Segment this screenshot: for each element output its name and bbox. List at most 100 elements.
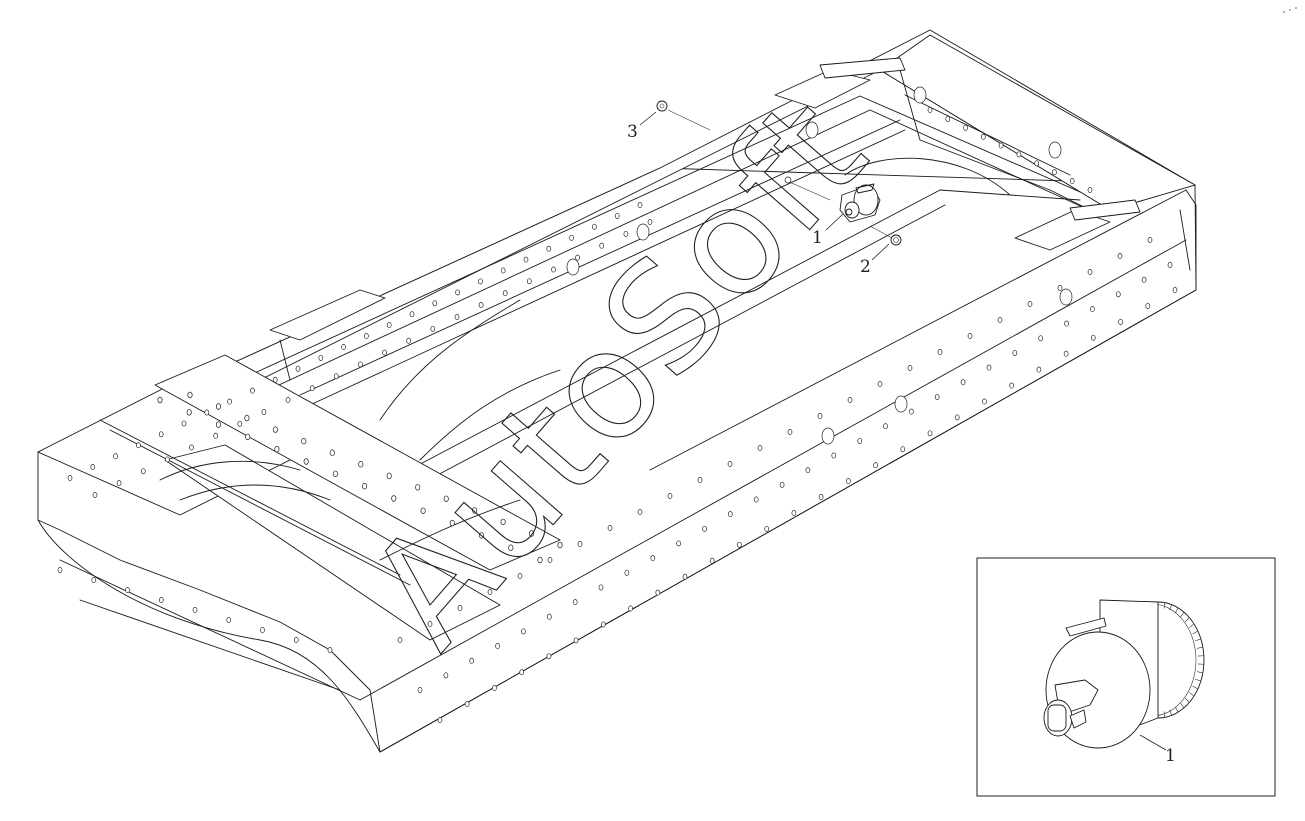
frame-hole bbox=[495, 643, 500, 649]
knurl-tick bbox=[1180, 702, 1185, 709]
frame-hole bbox=[469, 657, 475, 664]
frame-hole bbox=[709, 557, 715, 564]
callout-3: 3 bbox=[627, 111, 657, 142]
frame-large-hole bbox=[894, 395, 908, 413]
frame-hole bbox=[432, 300, 438, 307]
frame-hole bbox=[676, 540, 681, 547]
frame-hole bbox=[737, 541, 742, 548]
frame-hole bbox=[274, 445, 280, 453]
frame-hole bbox=[272, 426, 278, 433]
frame-hole bbox=[573, 637, 579, 644]
frame-hole bbox=[1090, 306, 1095, 312]
sensor-detail bbox=[1043, 599, 1205, 749]
frame-hole bbox=[1147, 237, 1153, 243]
frame-hole bbox=[192, 607, 198, 613]
frame-hole bbox=[181, 420, 187, 427]
callout-label-2: 2 bbox=[860, 257, 871, 277]
frame-hole bbox=[1038, 335, 1044, 342]
frame-large-hole bbox=[821, 427, 835, 445]
frame-hole bbox=[215, 403, 222, 410]
sensor-assembly bbox=[784, 176, 902, 246]
chassis-frame bbox=[37, 29, 1197, 753]
knurl-tick bbox=[1189, 692, 1195, 697]
frame-hole bbox=[457, 605, 463, 611]
frame-hole bbox=[157, 396, 163, 404]
frame-hole bbox=[158, 431, 164, 438]
frame-hole bbox=[455, 289, 460, 296]
frame-hole bbox=[577, 541, 583, 547]
knurl-tick bbox=[1175, 607, 1179, 614]
frame-hole bbox=[647, 219, 653, 225]
frame-hole bbox=[960, 379, 966, 386]
frame-hole bbox=[90, 464, 96, 471]
frame-hole bbox=[637, 509, 643, 515]
frame-hole bbox=[358, 361, 363, 368]
frame-hole bbox=[443, 495, 449, 503]
frame-hole bbox=[285, 397, 291, 403]
frame-hole bbox=[1057, 285, 1063, 291]
frame-hole bbox=[1036, 366, 1042, 373]
frame-hole bbox=[787, 429, 793, 435]
frame-large-hole bbox=[1048, 141, 1062, 159]
knurl-tick bbox=[1192, 630, 1198, 635]
frame-hole bbox=[592, 223, 597, 230]
frame-hole bbox=[301, 437, 307, 445]
frame-hole bbox=[332, 470, 338, 478]
frame-hole bbox=[682, 573, 688, 580]
frame-hole bbox=[1064, 320, 1069, 327]
frame-hole bbox=[478, 532, 485, 539]
frame-hole bbox=[967, 333, 973, 339]
knurl-tick bbox=[1180, 611, 1185, 618]
inset-callout-label: 1 bbox=[1165, 746, 1176, 766]
frame-hole bbox=[1063, 350, 1069, 357]
frame-hole bbox=[753, 496, 759, 503]
frame-hole bbox=[362, 482, 368, 490]
frame-hole bbox=[637, 202, 643, 208]
frame-hole bbox=[140, 468, 146, 475]
frame-holes bbox=[57, 86, 1178, 723]
frame-large-hole bbox=[805, 121, 819, 139]
frame-hole bbox=[250, 387, 255, 394]
frame-hole bbox=[1052, 169, 1057, 176]
frame-hole bbox=[523, 256, 529, 263]
frame-hole bbox=[245, 433, 251, 441]
frame-large-hole bbox=[636, 223, 650, 241]
knurl-tick bbox=[1195, 678, 1201, 682]
frame-hole bbox=[125, 587, 130, 593]
frame-hole bbox=[464, 701, 470, 708]
frame-hole bbox=[572, 599, 578, 606]
frame-hole bbox=[454, 314, 460, 320]
frame-hole bbox=[364, 333, 369, 339]
knurl-tick bbox=[1195, 638, 1201, 642]
frame-hole bbox=[1118, 318, 1123, 325]
frame-hole bbox=[702, 525, 707, 532]
frame-hole bbox=[963, 124, 968, 131]
callout-label-1: 1 bbox=[812, 228, 823, 248]
frame-hole bbox=[158, 597, 164, 603]
frame-hole bbox=[655, 589, 661, 596]
frame-hole bbox=[569, 234, 574, 241]
frame-hole bbox=[1172, 287, 1178, 293]
frame-hole bbox=[329, 449, 335, 456]
frame-hole bbox=[883, 423, 888, 430]
frame-hole bbox=[1087, 187, 1093, 193]
frame-hole bbox=[341, 344, 346, 350]
frame-hole bbox=[478, 302, 484, 309]
frame-hole bbox=[1117, 253, 1123, 259]
frame-hole bbox=[791, 510, 797, 516]
frame-hole bbox=[1141, 276, 1147, 283]
frame-large-hole bbox=[1059, 288, 1073, 306]
frame-hole bbox=[727, 511, 733, 518]
frame-hole bbox=[1012, 349, 1018, 356]
frame-hole bbox=[927, 107, 933, 113]
frame-hole bbox=[478, 278, 483, 285]
frame-hole bbox=[358, 460, 364, 468]
frame-hole bbox=[873, 462, 878, 469]
frame-hole bbox=[1069, 178, 1075, 185]
frame-hole bbox=[186, 409, 192, 416]
frame-hole bbox=[650, 555, 656, 562]
frame-hole bbox=[757, 445, 763, 451]
frame-hole bbox=[1009, 382, 1015, 389]
frame-hole bbox=[309, 385, 315, 392]
frame-hole bbox=[443, 672, 449, 679]
